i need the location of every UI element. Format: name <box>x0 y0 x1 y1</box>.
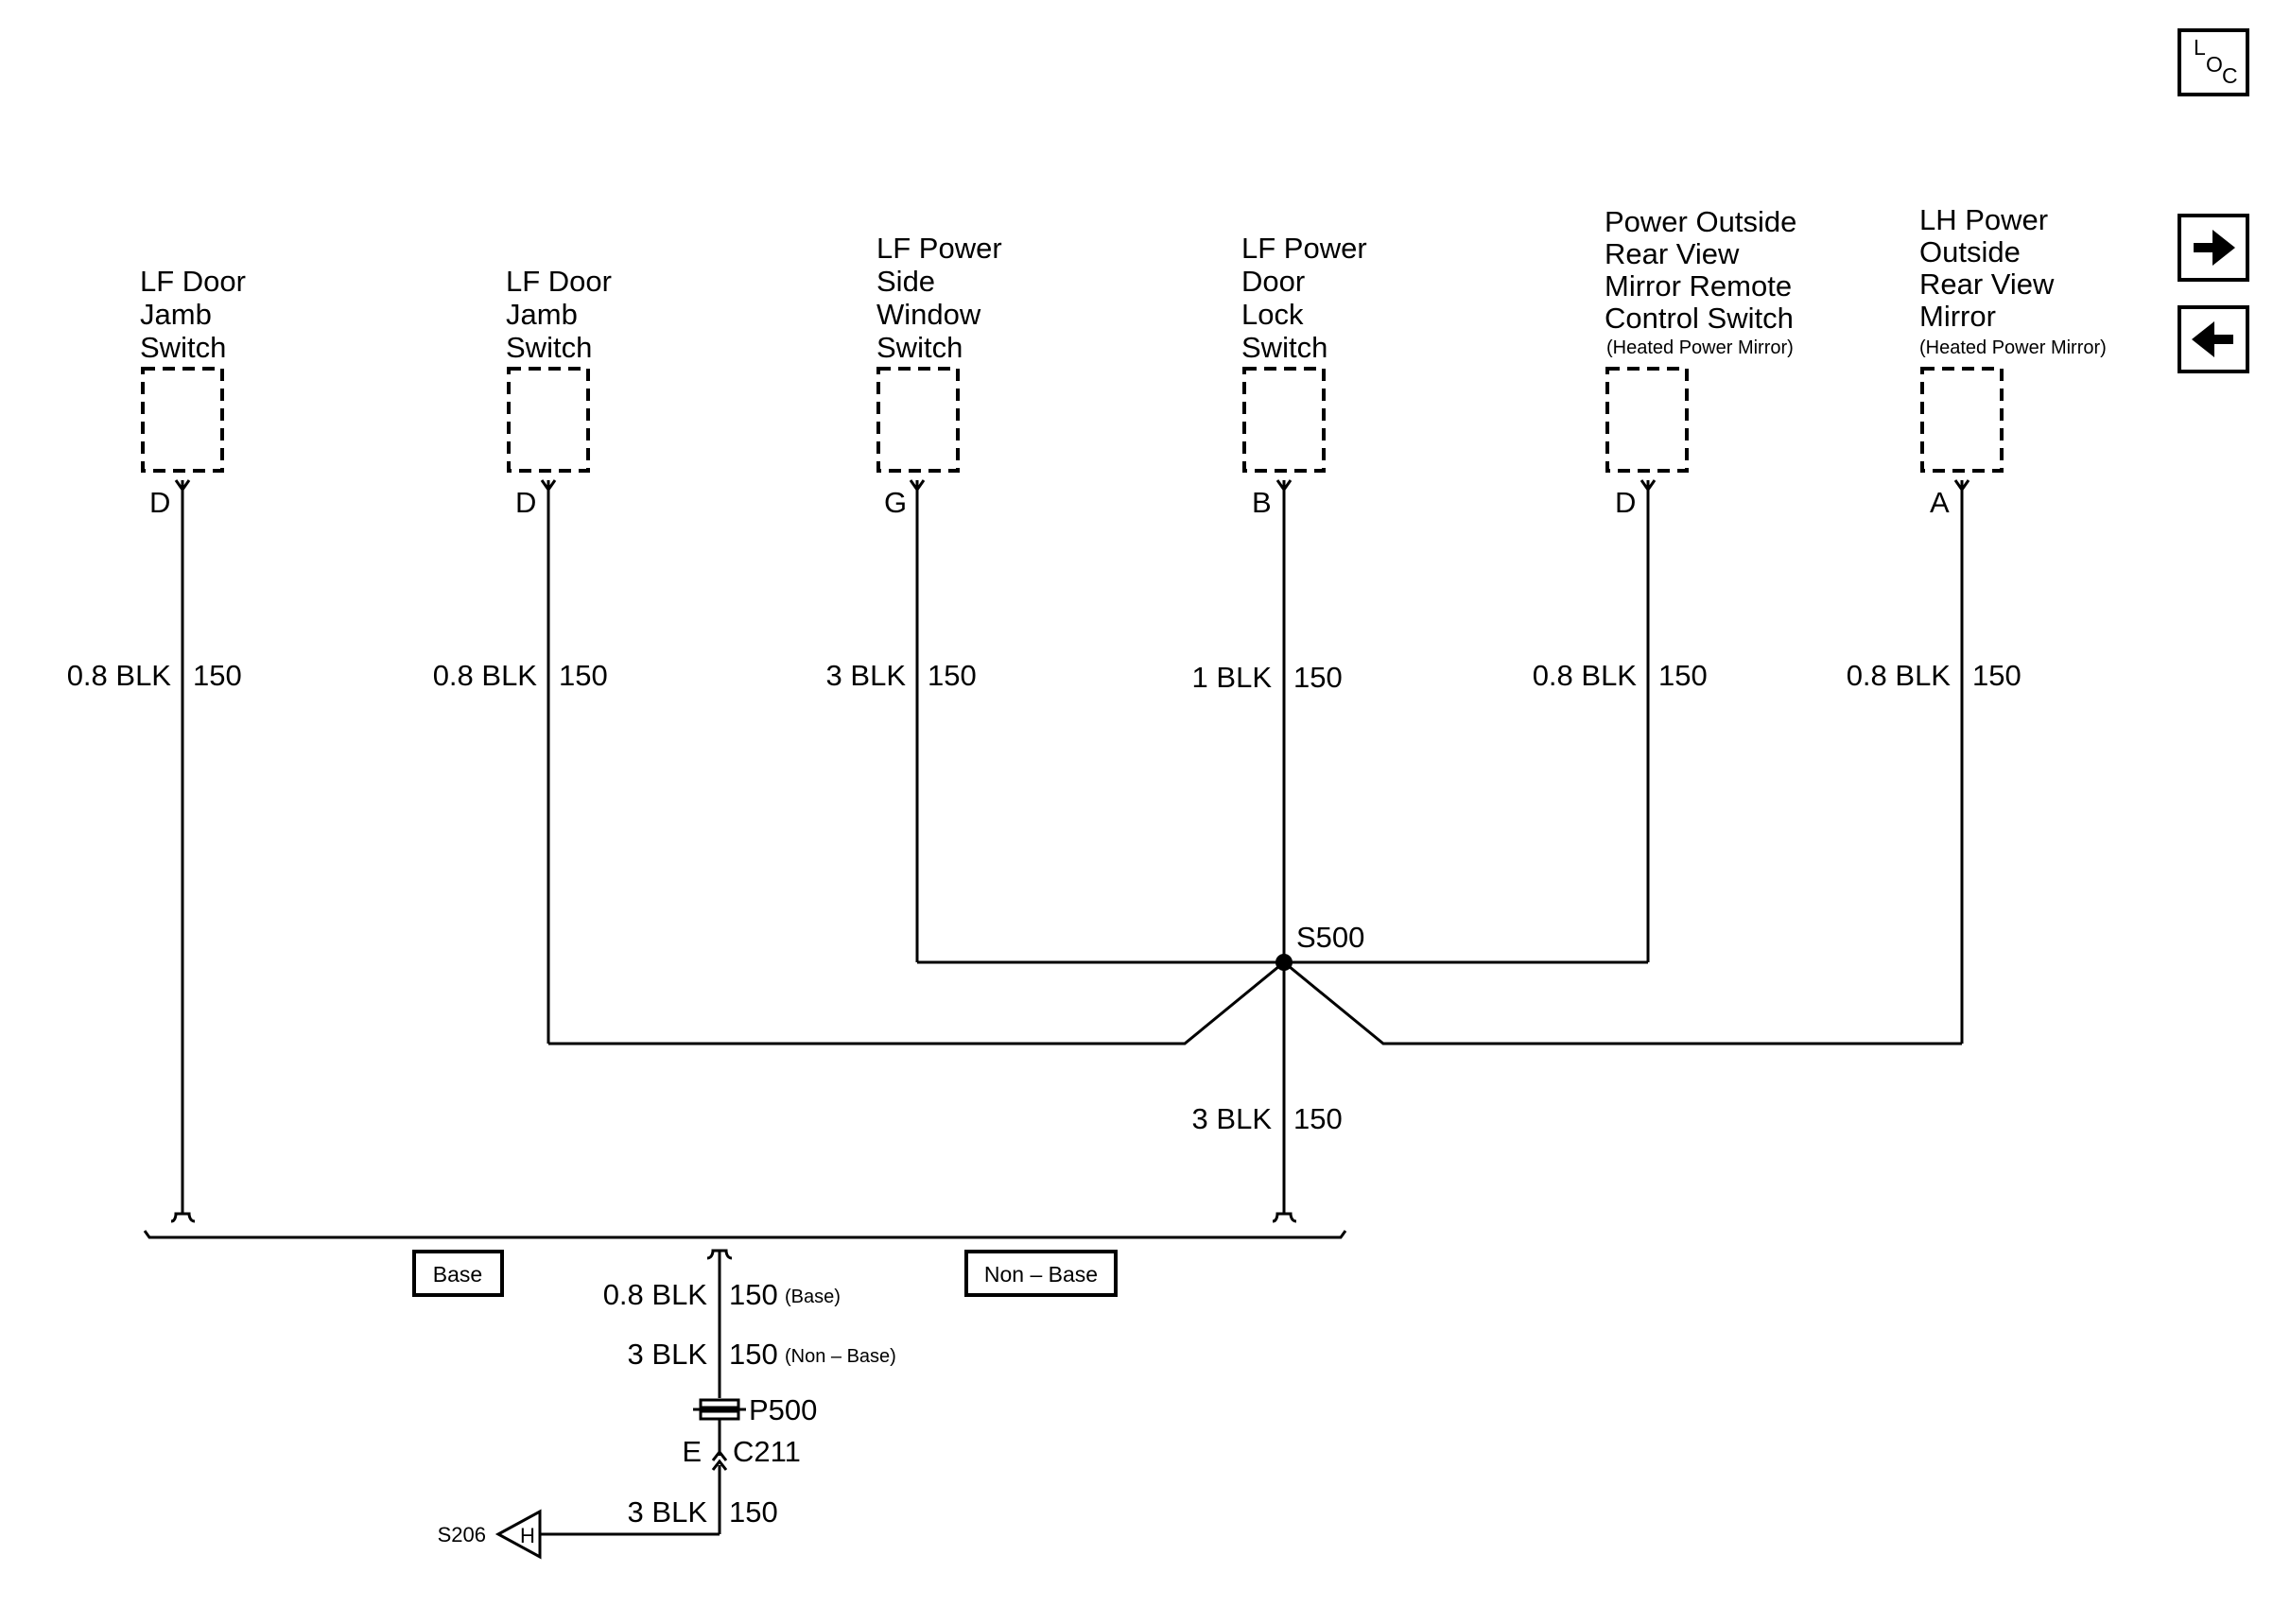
non-base-option-label: Non – Base <box>984 1262 1098 1287</box>
pin-label: B <box>1252 486 1272 519</box>
pass-through-label: P500 <box>749 1393 817 1426</box>
component-name-line: Rear View <box>1605 237 1740 270</box>
component-name-line: Power Outside <box>1605 205 1796 238</box>
connector-c211: E C211 <box>682 1435 801 1471</box>
component-name-line: LF Door <box>506 265 612 298</box>
component-name-line: Lock <box>1241 298 1304 331</box>
options-bracket <box>143 1230 1347 1239</box>
base-option-label: Base <box>433 1262 482 1287</box>
non-base-option-box <box>964 1250 1118 1297</box>
pin-label: D <box>149 486 170 519</box>
connector-symbol <box>711 1449 728 1461</box>
loc-letter-c: C <box>2222 63 2238 88</box>
splice-s500: S500 3 BLK 150 <box>548 921 1962 1223</box>
component-lf-power-door-lock-switch: LF Power Door Lock Switch B 1 BLK 150 <box>1192 232 1367 962</box>
off-page-arrow-icon <box>495 1509 542 1560</box>
component-name-line: Door <box>1241 265 1305 298</box>
circuit-number-label: 150 <box>1293 661 1343 694</box>
component-box <box>141 367 224 473</box>
component-lf-power-side-window-switch: LF Power Side Window Switch G 3 BLK 150 <box>826 232 1002 962</box>
component-name-line: Switch <box>506 331 592 364</box>
component-box <box>876 367 960 473</box>
output-wire-size-label: 3 BLK <box>628 1338 708 1371</box>
component-note: (Heated Power Mirror) <box>1606 337 1794 358</box>
loc-button[interactable]: L O C <box>2178 28 2249 96</box>
component-name-line: Mirror Remote <box>1605 269 1792 302</box>
circuit-number-label: 150 <box>1972 659 2021 692</box>
component-lh-power-outside-mirror: LH Power Outside Rear View Mirror (Heate… <box>1847 203 2107 1044</box>
pin-label: D <box>1615 486 1636 519</box>
bus-connector <box>170 1212 196 1223</box>
pin-label: G <box>884 486 907 519</box>
pass-through-symbol <box>699 1398 740 1409</box>
connector-label: C211 <box>733 1435 801 1468</box>
loc-letter-l: L <box>2194 35 2206 60</box>
component-box <box>1920 367 2004 473</box>
options-bus: Base Non – Base <box>143 1230 1347 1297</box>
component-name-line: LH Power <box>1919 203 2048 236</box>
component-lf-door-jamb-switch-1: LF Door Jamb Switch D 0.8 BLK 150 <box>67 265 246 1223</box>
component-note: (Heated Power Mirror) <box>1919 337 2107 358</box>
output-wire-size-label: 0.8 BLK <box>603 1278 708 1311</box>
component-name-line: Side <box>876 265 935 298</box>
bus-connector <box>1272 1212 1297 1223</box>
output-circuit-label: 150 <box>729 1278 778 1311</box>
next-page-button[interactable] <box>2178 214 2249 282</box>
ground-reference-label: S206 <box>438 1523 486 1546</box>
trunk-wire-size-label: 3 BLK <box>1192 1102 1273 1135</box>
output-qualifier: (Non – Base) <box>785 1346 896 1367</box>
component-box <box>1242 367 1326 473</box>
ground-circuit-label: 150 <box>729 1495 778 1529</box>
loc-letter-o: O <box>2206 52 2223 77</box>
component-box <box>1605 367 1689 473</box>
wire-size-label: 3 BLK <box>826 659 907 692</box>
circuit-number-label: 150 <box>928 659 977 692</box>
ground-reference-s206[interactable]: H S206 <box>438 1509 542 1560</box>
pass-through-p500: P500 <box>693 1393 817 1426</box>
wire-size-label: 0.8 BLK <box>67 659 172 692</box>
wire-size-label: 0.8 BLK <box>1847 659 1952 692</box>
base-option-box <box>412 1250 504 1297</box>
splice-label: S500 <box>1296 921 1364 954</box>
component-name-line: Switch <box>1241 331 1327 364</box>
component-name-line: Outside <box>1919 235 2021 268</box>
component-mirror-remote-control-switch: Power Outside Rear View Mirror Remote Co… <box>1533 205 1796 962</box>
component-name-line: Switch <box>876 331 963 364</box>
component-name-line: LF Power <box>1241 232 1367 265</box>
component-name-line: Control Switch <box>1605 302 1794 335</box>
ground-wire-size-label: 3 BLK <box>628 1495 708 1529</box>
wire-size-label: 1 BLK <box>1192 661 1273 694</box>
component-name-line: LF Power <box>876 232 1002 265</box>
arrow-right-icon <box>2194 230 2235 266</box>
pin-label: A <box>1930 486 1950 519</box>
circuit-number-label: 150 <box>559 659 608 692</box>
ground-reference-letter: H <box>520 1524 535 1547</box>
previous-page-button[interactable] <box>2178 305 2249 373</box>
circuit-number-label: 150 <box>1658 659 1708 692</box>
output-circuit-label: 150 <box>729 1338 778 1371</box>
component-name-line: Window <box>876 298 981 331</box>
component-box <box>507 367 590 473</box>
output-circuit: 0.8 BLK 150 (Base) 3 BLK 150 (Non – Base… <box>438 1249 896 1560</box>
component-name-line: Jamb <box>140 298 212 331</box>
circuit-number-label: 150 <box>193 659 242 692</box>
component-name-line: Jamb <box>506 298 578 331</box>
component-name-line: Mirror <box>1919 300 1996 333</box>
wire-size-label: 0.8 BLK <box>1533 659 1638 692</box>
wire-size-label: 0.8 BLK <box>433 659 538 692</box>
arrow-left-icon <box>2192 321 2233 357</box>
pin-label: D <box>515 486 536 519</box>
component-name-line: Switch <box>140 331 226 364</box>
trunk-circuit-label: 150 <box>1293 1102 1343 1135</box>
component-name-line: Rear View <box>1919 268 2055 301</box>
output-qualifier: (Base) <box>785 1287 841 1307</box>
component-name-line: LF Door <box>140 265 246 298</box>
connector-pin-label: E <box>682 1435 702 1468</box>
splice-bus-lower <box>548 960 1962 1045</box>
component-lf-door-jamb-switch-2: LF Door Jamb Switch D 0.8 BLK 150 <box>433 265 612 1044</box>
